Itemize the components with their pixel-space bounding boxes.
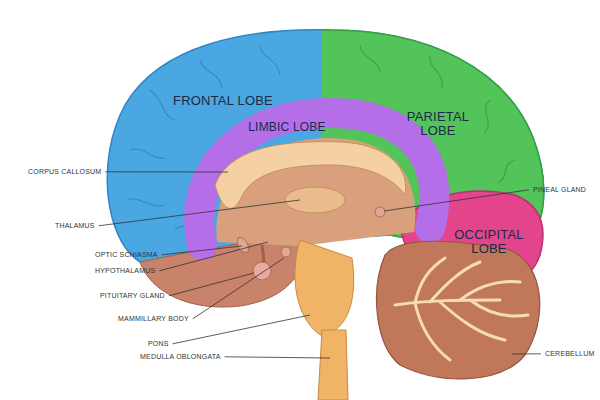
part-label: MEDULLA OBLONGATA — [140, 353, 221, 361]
lobe-label: PARIETAL LOBE — [398, 110, 478, 137]
lobe-label: OCCIPITAL LOBE — [444, 228, 534, 255]
part-label: PINEAL GLAND — [533, 186, 586, 194]
leader-line — [159, 242, 268, 271]
mammillary-body — [281, 247, 291, 257]
part-label: THALAMUS — [55, 222, 95, 230]
frontal-lobe — [107, 30, 544, 268]
leader-line — [512, 353, 541, 354]
pineal-gland — [375, 207, 385, 217]
arbor-vitae — [395, 258, 528, 360]
optic-chiasma — [238, 238, 249, 253]
leader-line — [105, 171, 228, 172]
leader-line — [225, 357, 330, 358]
part-label: PONS — [148, 340, 169, 348]
part-label: CEREBELLUM — [545, 350, 594, 358]
parietal-lobe — [322, 30, 544, 268]
pons — [295, 240, 354, 336]
part-label: PITUITARY GLAND — [100, 292, 165, 300]
leader-line — [193, 258, 284, 319]
leader-line — [99, 200, 300, 226]
part-label: MAMMILLARY BODY — [118, 315, 189, 323]
lobe-label: LIMBIC LOBE — [232, 121, 342, 134]
cerebellum — [377, 241, 540, 379]
thalamus — [285, 187, 345, 213]
part-label: OPTIC SCHIASMA — [95, 251, 158, 259]
limbic-lobe — [199, 113, 434, 245]
part-label: HYPOTHALAMUS — [95, 267, 155, 275]
lobe-label: FRONTAL LOBE — [168, 94, 278, 108]
leader-line — [162, 246, 242, 255]
medulla-oblongata — [318, 330, 348, 400]
leader-line — [384, 190, 529, 211]
leader-line — [169, 273, 254, 296]
pituitary-stalk — [262, 245, 264, 262]
leader-line — [173, 315, 310, 344]
part-label: CORPUS CALLOSUM — [28, 168, 101, 176]
